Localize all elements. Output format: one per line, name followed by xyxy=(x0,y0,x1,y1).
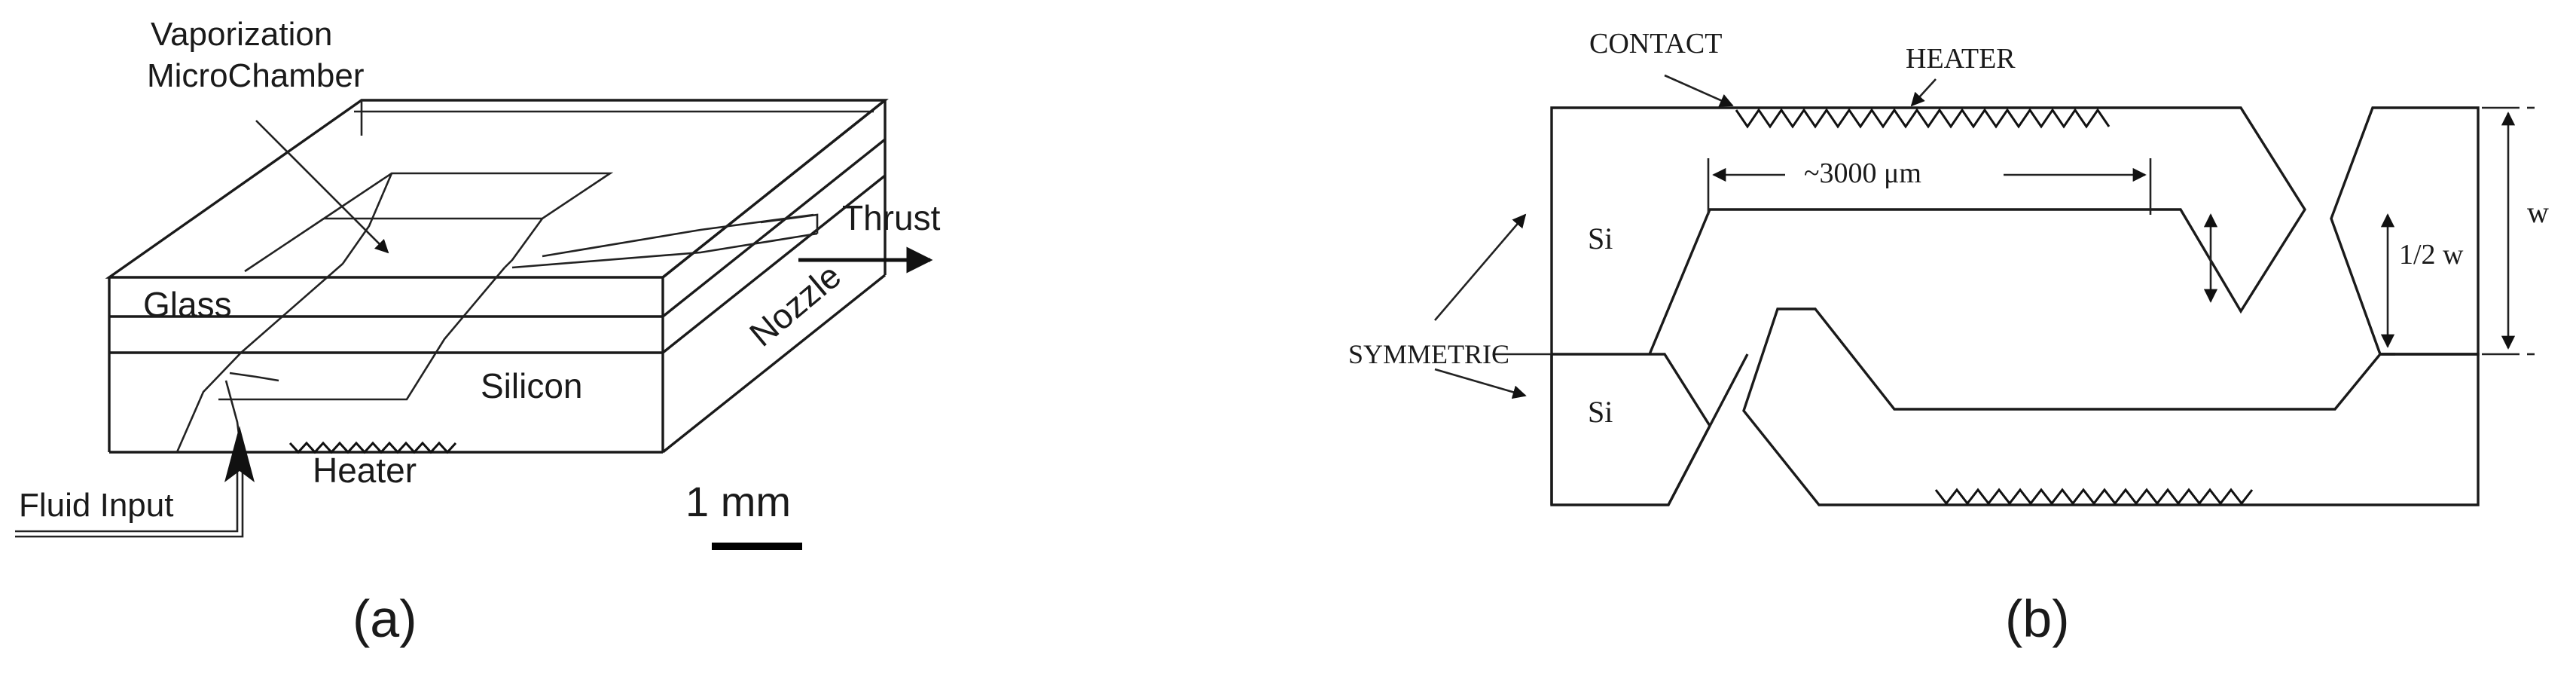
label-contact: CONTACT xyxy=(1589,28,1722,60)
label-symmetric: SYMMETRIC xyxy=(1348,339,1509,369)
label-microchamber: MicroChamber xyxy=(147,57,365,94)
heater-element-top xyxy=(1735,108,2111,129)
fluid-input-arrow xyxy=(15,426,255,538)
label-length: ~3000 μm xyxy=(1804,158,1921,189)
contact-pointer xyxy=(1664,74,1734,107)
label-nozzle: Nozzle xyxy=(742,255,848,353)
width-dimension xyxy=(2482,106,2535,356)
panel-a-thruster-3d: Vaporization MicroChamber Thrust Glass N… xyxy=(15,16,941,648)
symmetric-arrow-up xyxy=(1434,213,1527,321)
label-thrust: Thrust xyxy=(842,198,941,237)
caption-b: (b) xyxy=(2005,589,2070,648)
label-si-top: Si xyxy=(1588,222,1613,255)
panel-b-layout-2d: CONTACT HEATER ~3000 μm Si Si SYMMETRIC … xyxy=(1348,28,2549,648)
vaporization-pointer xyxy=(255,120,389,254)
heater-element-a xyxy=(288,441,457,454)
label-heater-a: Heater xyxy=(313,451,417,490)
heater-element-bottom xyxy=(1934,488,2254,506)
label-silicon: Silicon xyxy=(481,366,583,405)
caption-a: (a) xyxy=(353,589,417,648)
label-half-width: 1/2 w xyxy=(2399,239,2464,271)
top-si-half xyxy=(1550,106,2480,356)
label-heater-b: HEATER xyxy=(1906,43,2016,75)
bottom-si-half xyxy=(1550,307,2480,506)
symmetric-arrow-down xyxy=(1434,368,1527,399)
label-width: w xyxy=(2527,195,2549,229)
label-scale: 1 mm xyxy=(685,478,791,525)
label-si-bottom: Si xyxy=(1588,395,1613,429)
label-glass: Glass xyxy=(143,285,232,324)
vaporization-chamber xyxy=(175,172,614,453)
block-outline xyxy=(105,99,889,454)
length-dimension xyxy=(1707,158,2152,215)
nozzle-channel xyxy=(511,213,819,269)
label-fluid-input: Fluid Input xyxy=(19,487,173,524)
heater-pointer xyxy=(1910,78,1937,107)
label-vaporization: Vaporization xyxy=(151,16,332,53)
